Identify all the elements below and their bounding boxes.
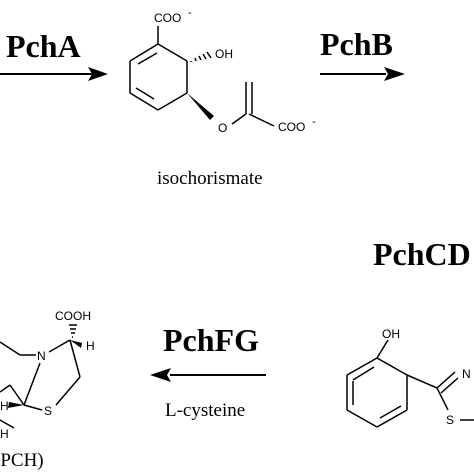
atom-s-ring: S (44, 404, 52, 418)
atom-o-ether: O (218, 121, 227, 135)
arrow-pchb (320, 67, 405, 81)
cooh-hashed-wedge (69, 324, 77, 338)
charge-coo-right: - (312, 116, 316, 128)
atom-coo-right: COO (278, 120, 305, 134)
arrow-pcha (0, 67, 108, 81)
compound-label-pch: (PCH) (0, 450, 44, 471)
atom-s-thiazoline: S (446, 413, 454, 427)
pyochelin-structure: N COOH H S H H (0, 309, 95, 441)
atom-n-ring: N (37, 349, 46, 363)
enzyme-label-pchfg: PchFG (163, 322, 259, 358)
enzyme-label-pcha: PchA (6, 28, 81, 64)
reagent-label-lcysteine: L-cysteine (165, 400, 245, 421)
atom-h-bottom: H (0, 427, 9, 441)
hydroxyphenyl-thiazoline-structure: OH N S (346, 327, 474, 428)
atom-oh-phenol: OH (382, 327, 400, 341)
compound-label-isochorismate: isochorismate (157, 168, 263, 189)
enzyme-label-pchb: PchB (320, 26, 393, 62)
enzyme-label-pchcd: PchCD (373, 236, 471, 272)
atom-h-right: H (86, 339, 95, 353)
charge-coo-top: - (188, 7, 192, 19)
arrow-pchfg (150, 368, 266, 382)
atom-cooh: COOH (55, 309, 91, 323)
oh-hashed-wedge (190, 51, 212, 62)
isochorismate-structure: COO - OH O COO - (129, 7, 316, 135)
atom-n-thiazoline: N (462, 367, 471, 381)
atom-h-left: H (0, 399, 9, 413)
atom-oh-top: OH (215, 47, 233, 61)
ether-wedge (187, 93, 214, 120)
atom-coo-top: COO (154, 11, 181, 25)
